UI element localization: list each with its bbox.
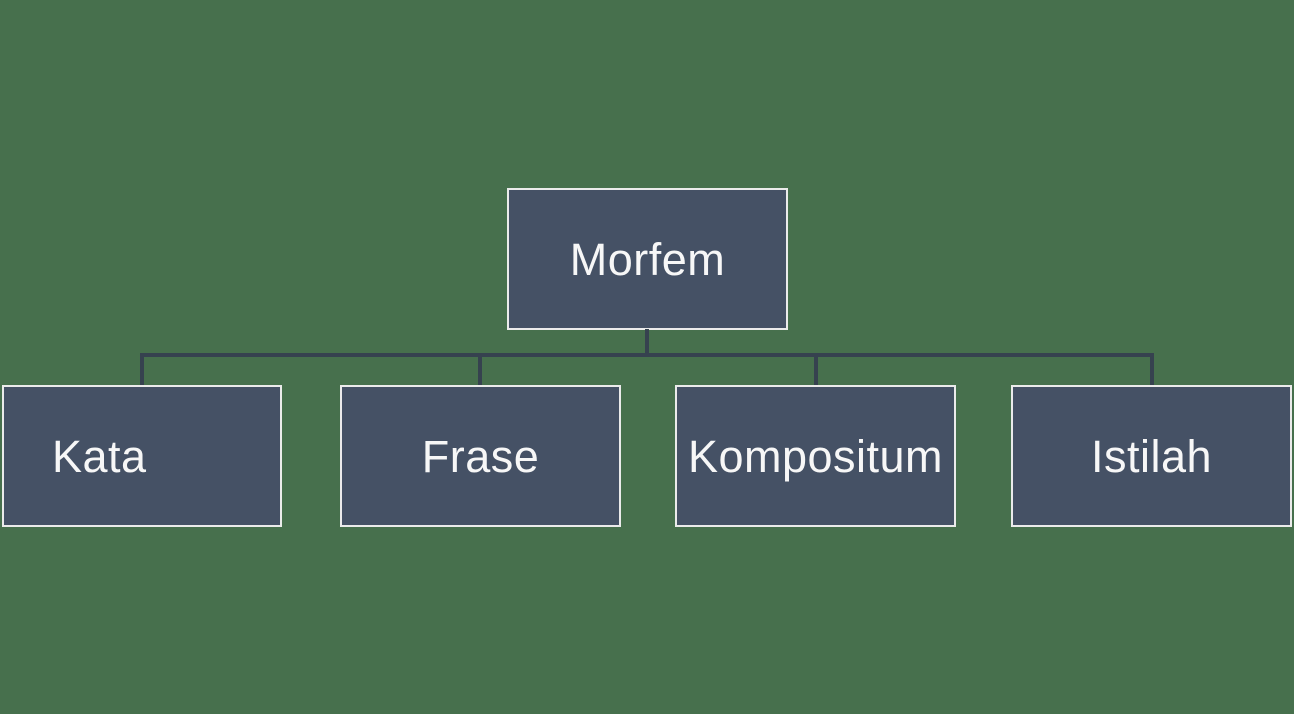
node-istilah: Istilah <box>1011 385 1292 527</box>
connector-drop-kata <box>140 353 144 386</box>
node-kompositum-label: Kompositum <box>687 430 944 482</box>
node-kata-label: Kata <box>52 430 147 482</box>
node-morfem-label: Morfem <box>569 233 726 285</box>
connector-horizontal-bar <box>140 353 1154 357</box>
node-morfem: Morfem <box>507 188 788 330</box>
node-istilah-label: Istilah <box>1090 430 1213 482</box>
connector-root-stem <box>645 329 649 356</box>
connector-drop-istilah <box>1150 353 1154 386</box>
connector-drop-kompositum <box>814 353 818 386</box>
node-frase: Frase <box>340 385 621 527</box>
node-kata: Kata <box>2 385 282 527</box>
node-kompositum: Kompositum <box>675 385 956 527</box>
node-frase-label: Frase <box>421 430 540 482</box>
connector-drop-frase <box>478 353 482 386</box>
